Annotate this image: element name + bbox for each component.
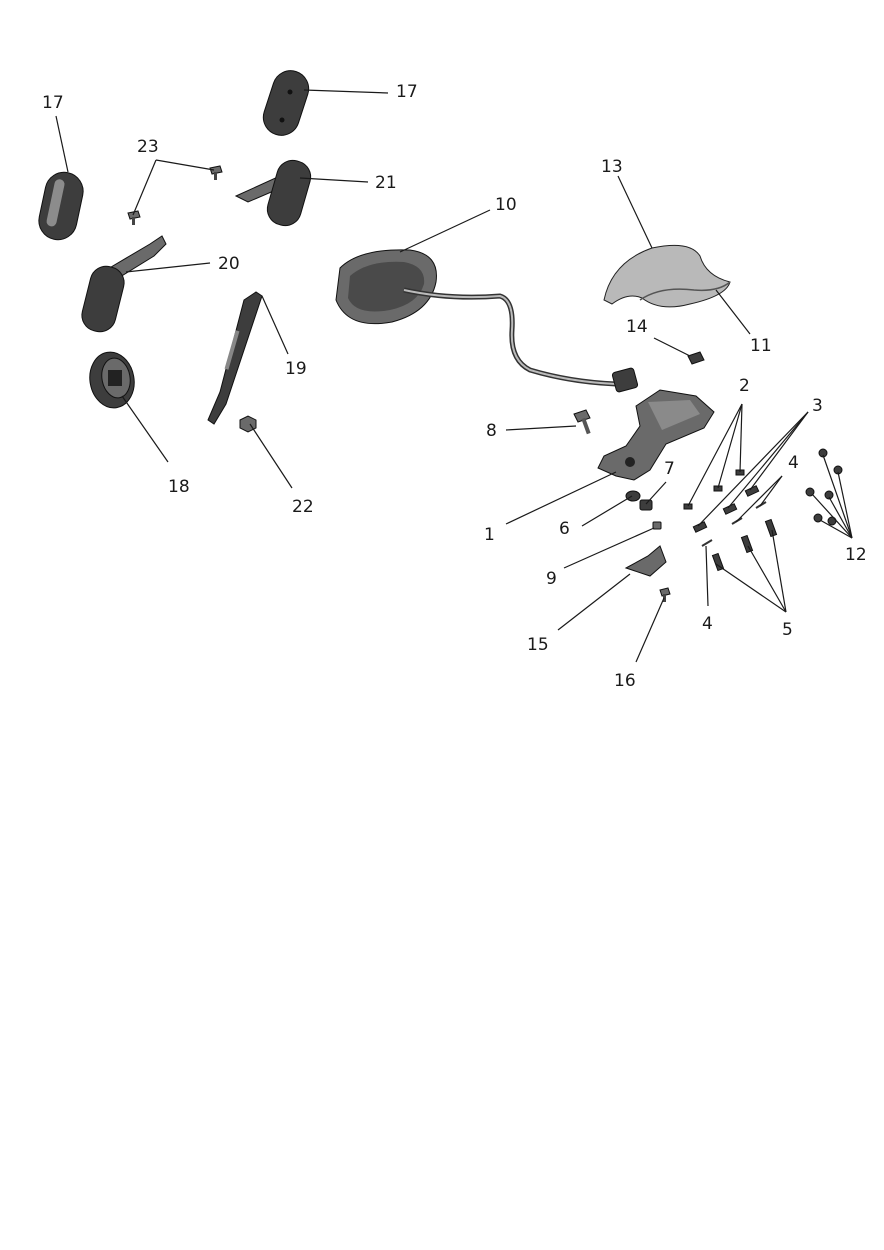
callout-2: 2 — [739, 376, 750, 396]
part-10-rear-light — [335, 249, 639, 393]
callout-8: 8 — [486, 421, 497, 441]
callout-18: 18 — [168, 477, 190, 497]
part-17-reflector-left — [38, 171, 84, 241]
callout-21: 21 — [375, 173, 397, 193]
part-13-11-rear-cover — [603, 244, 731, 308]
callout-9: 9 — [546, 569, 557, 589]
callout-4-lower: 4 — [702, 614, 713, 634]
callout-17-top: 17 — [396, 82, 418, 102]
callout-6: 6 — [559, 519, 570, 539]
callout-16: 16 — [614, 671, 636, 691]
callout-15: 15 — [527, 635, 549, 655]
part-21-reflector-bracket — [234, 159, 312, 227]
callout-20: 20 — [218, 254, 240, 274]
part-9-nut — [652, 521, 662, 530]
part-12-screws — [805, 448, 843, 526]
callout-4-upper: 4 — [788, 453, 799, 473]
part-1-mounting-bracket — [597, 389, 715, 481]
callout-23: 23 — [137, 137, 159, 157]
callout-5: 5 — [782, 620, 793, 640]
leader-lines — [55, 89, 853, 663]
part-6-grommet — [625, 490, 641, 502]
callout-13: 13 — [601, 157, 623, 177]
part-16-screw — [659, 587, 671, 602]
part-15-clip-bracket — [624, 545, 667, 577]
callout-7: 7 — [664, 459, 675, 479]
callout-labels: 17 17 23 21 10 20 19 18 22 13 11 14 8 1 … — [42, 82, 867, 691]
part-20-reflector-bracket — [81, 235, 167, 333]
part-14-clip — [687, 351, 705, 365]
part-2-fasteners — [683, 469, 745, 510]
part-7-nut — [639, 499, 653, 511]
callout-22: 22 — [292, 497, 314, 517]
part-19-plate-bracket — [207, 291, 263, 425]
part-8-bolt — [573, 409, 591, 435]
callout-11: 11 — [750, 336, 772, 356]
callout-10: 10 — [495, 195, 517, 215]
callout-12: 12 — [845, 545, 867, 565]
callout-14: 14 — [626, 317, 648, 337]
callout-3: 3 — [812, 396, 823, 416]
part-5-screws — [711, 518, 778, 572]
callout-19: 19 — [285, 359, 307, 379]
part-23-screws — [127, 165, 223, 225]
callout-1: 1 — [484, 525, 495, 545]
part-18-round-reflector — [89, 351, 135, 409]
part-17-reflector-top — [262, 70, 310, 136]
callout-17-left: 17 — [42, 93, 64, 113]
